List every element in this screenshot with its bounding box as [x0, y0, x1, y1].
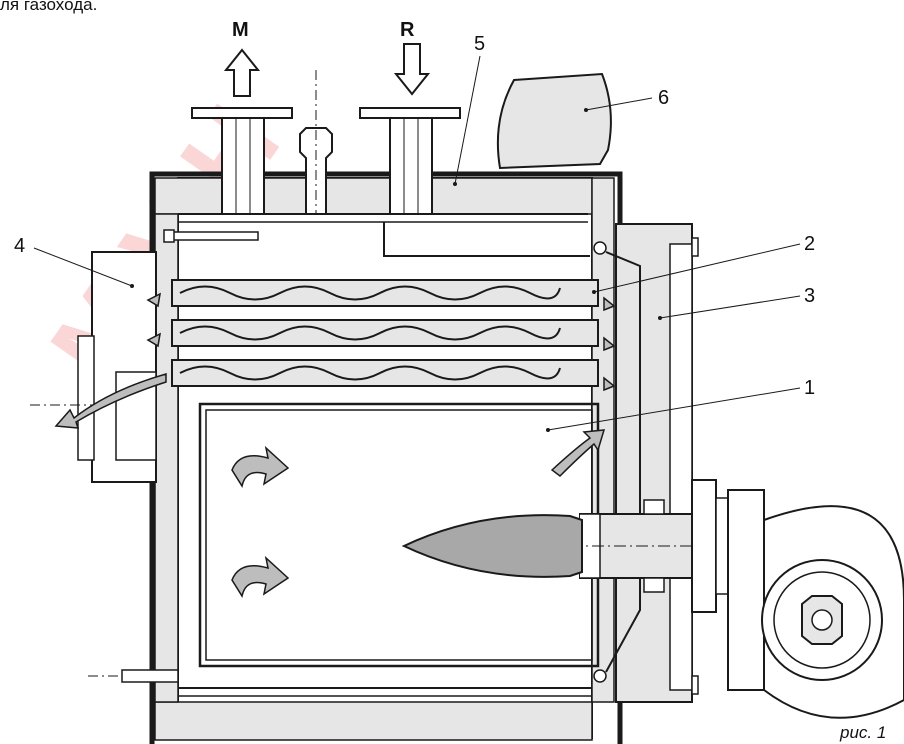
leader-lines: [33, 55, 801, 431]
callout-5: 5: [474, 33, 485, 55]
fire-tubes: [171, 279, 599, 387]
header-text: ля газохода.: [0, 0, 97, 14]
flow-arrows: [54, 292, 616, 598]
callout-1: 1: [804, 377, 815, 399]
leader-dots: [130, 108, 662, 432]
smoke-box: [30, 251, 157, 483]
turbulator-2: [179, 325, 561, 341]
drain-valve: [88, 669, 179, 683]
turbulator-3: [179, 365, 561, 381]
burner-tube: [570, 499, 760, 593]
callout-6: 6: [658, 87, 669, 109]
flame-shape: [401, 514, 583, 578]
front-door: [593, 223, 699, 703]
callout-3: 3: [804, 285, 815, 307]
callout-2: 2: [804, 233, 815, 255]
figure-caption: рис. 1: [839, 723, 886, 742]
boiler-shell: [149, 171, 623, 744]
outlet-nozzle: [191, 48, 293, 215]
turbulator-1: [179, 285, 561, 301]
return-nozzle: [359, 43, 461, 215]
control-panel: [496, 72, 612, 170]
burner-unit: [691, 479, 904, 719]
sensor-well: [299, 70, 333, 215]
return-label: R: [400, 19, 415, 41]
callout-4: 4: [14, 235, 25, 257]
outlet-label: M: [232, 19, 249, 41]
